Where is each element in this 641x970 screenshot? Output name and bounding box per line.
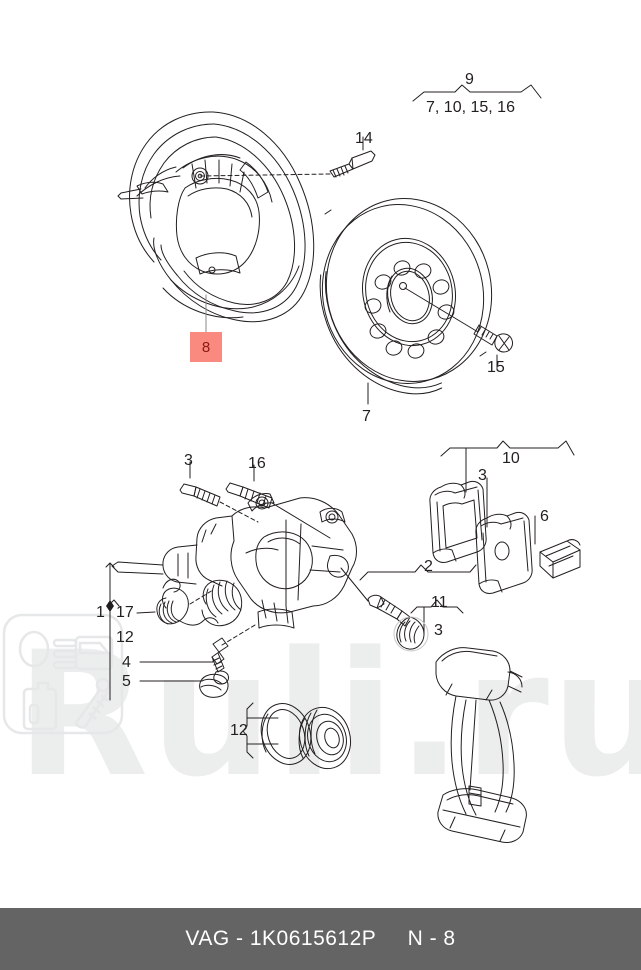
callout-label-3-pads: 3 (478, 467, 487, 484)
group-bracket-pads (440, 440, 575, 528)
callout-label-1: 1 (96, 604, 105, 621)
group-bracket-left (105, 562, 115, 701)
caliper-carrier-bracket (435, 647, 527, 843)
technical-line-drawing (105, 84, 581, 843)
guide-pin-assembly (340, 567, 429, 652)
callout-label-16: 16 (248, 455, 266, 472)
return-spring (136, 578, 219, 626)
callout-label-10: 10 (502, 450, 520, 467)
callout-label-17: 17 (116, 604, 134, 621)
auto-parts-logo-icon (2, 613, 124, 735)
callout-label-6: 6 (540, 508, 549, 525)
callout-label-14: 14 (355, 130, 373, 147)
brake-disc (319, 198, 493, 405)
group-bracket-11 (410, 599, 464, 635)
callout-label-3-guide: 3 (434, 622, 443, 639)
callout-bracket-12b (242, 702, 279, 759)
callout-label-3-upper: 3 (184, 452, 193, 469)
brake-pad-outer (429, 480, 487, 563)
callout-label-11: 11 (431, 594, 448, 611)
brake-pad-inner (475, 511, 533, 594)
callout-label-9: 9 (465, 71, 474, 88)
callout-label-4: 4 (122, 654, 131, 671)
exploded-diagram-area: Ruli.ru (2, 71, 641, 843)
footer-caption: VAG - 1K0615612P N - 8 (185, 927, 456, 950)
screw-15 (473, 324, 513, 371)
callout-label-12-kit: 12 (116, 629, 134, 646)
caliper-spring-coil (201, 579, 243, 627)
bolt-14 (199, 136, 376, 178)
callout-label-15: 15 (487, 359, 505, 376)
bleeder-cap-5 (139, 673, 229, 698)
bolt-16 (225, 464, 331, 539)
callout-bracket-1 (107, 599, 120, 607)
callout-label-7-10-15-16: 7, 10, 15, 16 (426, 99, 515, 116)
group-bracket-top (412, 84, 542, 102)
splash-shield (117, 111, 315, 323)
bolt-3-upper (179, 461, 259, 523)
brake-caliper-body (111, 493, 357, 629)
callout-label-5: 5 (122, 673, 131, 690)
callout-label-7: 7 (362, 408, 371, 425)
dust-boot (298, 706, 352, 770)
callout-label-2: 2 (424, 558, 433, 575)
pad-retaining-clip (534, 515, 581, 579)
group-bracket-carrier (359, 564, 477, 581)
highlighted-callout-8[interactable]: 8 (190, 332, 222, 362)
bleeder-valve-4 (139, 624, 256, 685)
callout-label-12-seal: 12 (230, 722, 248, 739)
footer-bar: VAG - 1K0615612P N - 8 (0, 908, 641, 970)
